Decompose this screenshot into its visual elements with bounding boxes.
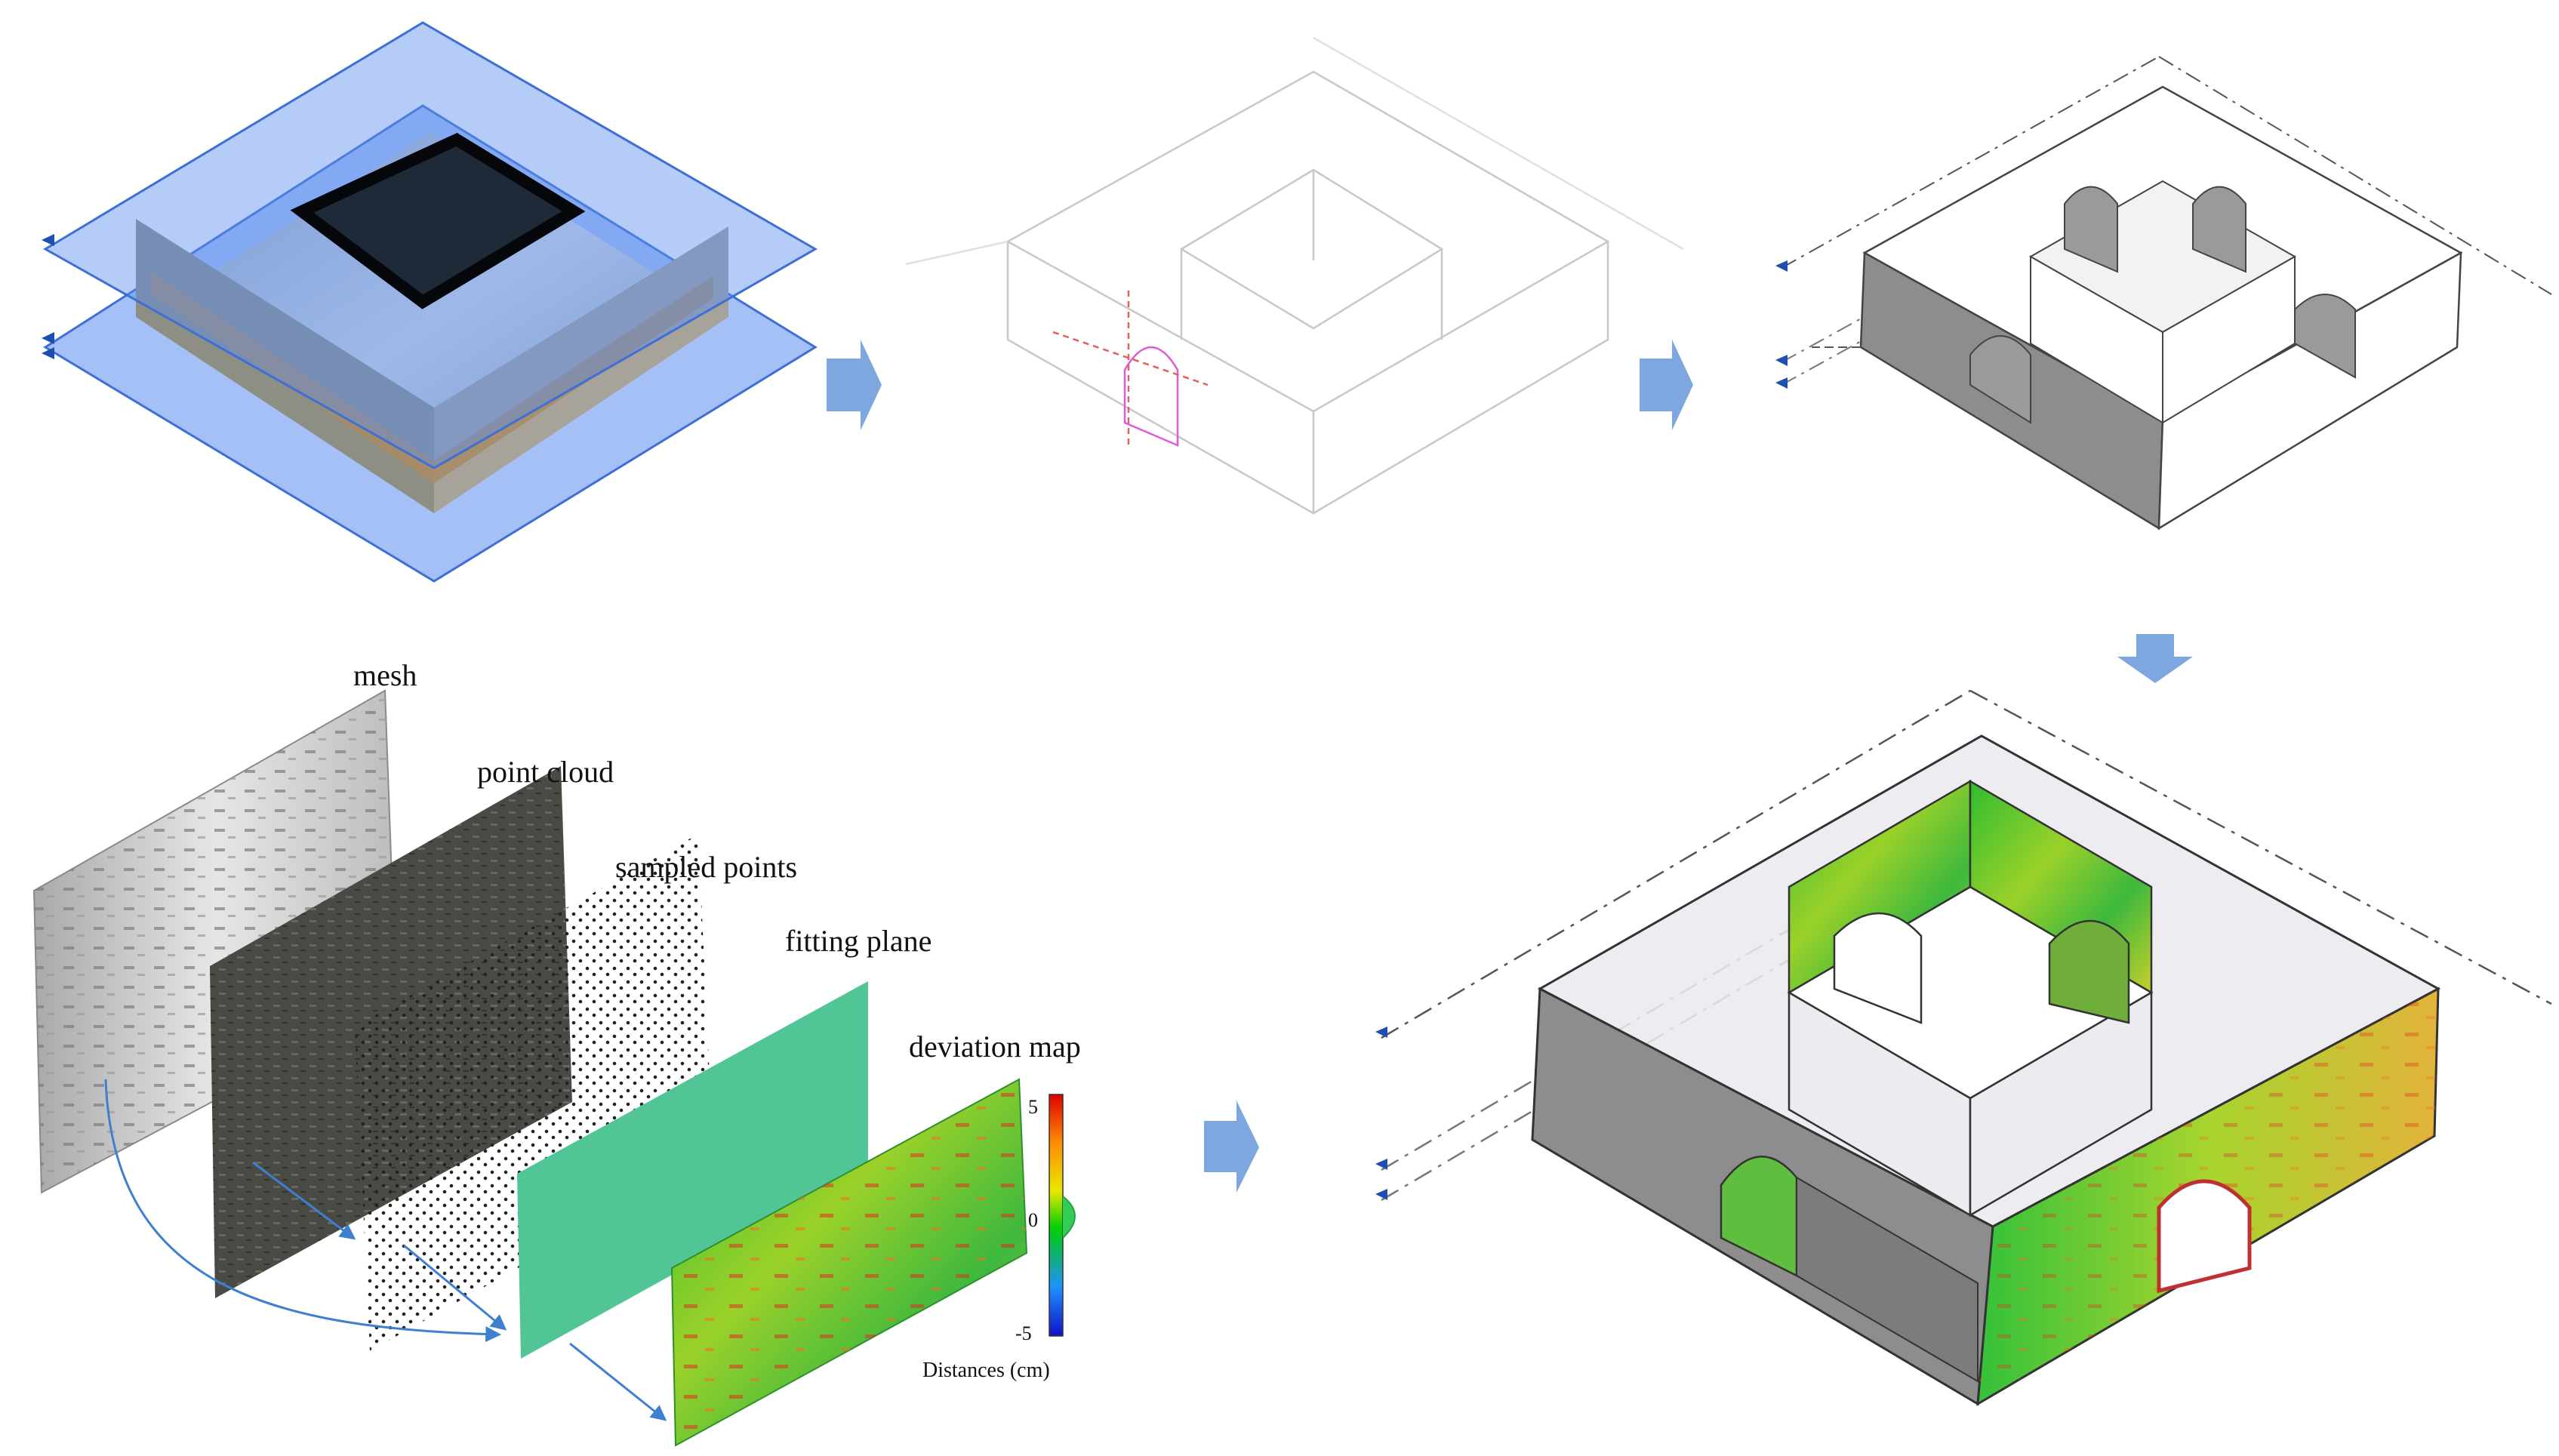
deviation-bim-panel <box>1375 689 2552 1406</box>
level-marker-icon <box>42 234 54 246</box>
level-marker-icon <box>1775 260 1788 272</box>
layered-workflow: mesh point cloud sampled points fitting … <box>32 658 1081 1447</box>
distance-colorbar: 5 0 -5 Distances (cm) <box>922 1094 1076 1382</box>
level-marker-icon <box>1375 1159 1387 1170</box>
scan-floor <box>143 132 725 513</box>
level-marker-icon <box>1375 1189 1387 1200</box>
label-point-cloud: point cloud <box>477 755 614 789</box>
scan-courtyard-opening <box>290 132 586 309</box>
right-arrow-icon <box>1640 340 1693 430</box>
label-mesh: mesh <box>353 658 417 692</box>
colorbar-max: 5 <box>1028 1096 1038 1118</box>
scan-brick-band <box>151 272 434 483</box>
bim-model-panel <box>1775 56 2552 531</box>
level-marker-icon <box>42 347 54 359</box>
right-arrow-icon <box>827 340 882 430</box>
wireframe-panel <box>905 36 1684 515</box>
label-sampled-points: sampled points <box>615 850 797 884</box>
label-deviation-map: deviation map <box>909 1030 1081 1064</box>
scan-panel <box>42 21 818 583</box>
colorbar-mid: 0 <box>1028 1209 1038 1231</box>
right-arrow-icon <box>1204 1100 1259 1193</box>
colorbar-min: -5 <box>1015 1322 1032 1344</box>
label-fitting-plane: fitting plane <box>785 924 932 958</box>
level-marker-icon <box>1375 1027 1387 1038</box>
level-marker-icon <box>1775 377 1788 389</box>
scan-brick-band-right <box>434 276 713 483</box>
fitting-plane-layer <box>517 981 868 1359</box>
colorbar-scale <box>1049 1094 1064 1337</box>
sampled-points-layer <box>355 834 713 1351</box>
colorbar-caption: Distances (cm) <box>922 1359 1050 1382</box>
down-arrow-icon <box>2117 634 2193 683</box>
level-marker-icon <box>42 332 54 344</box>
level-marker-icon <box>1775 355 1788 366</box>
